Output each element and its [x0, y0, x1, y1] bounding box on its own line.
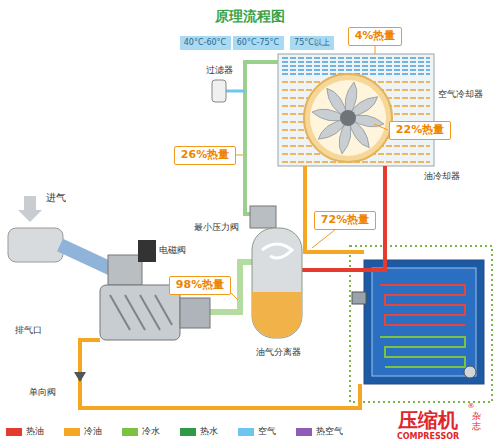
air-pipe: [226, 90, 245, 93]
watermark: 压缩机: [398, 409, 458, 432]
part-label: 油冷却器: [424, 171, 460, 181]
part-label: 单向阀: [29, 387, 56, 397]
intake-arrow: [18, 196, 42, 222]
fan-disc: [310, 80, 386, 156]
temperature-band: 75°C以上: [290, 36, 334, 50]
filter-symbol: [212, 80, 226, 102]
node-text: 4%热量: [353, 29, 397, 42]
watermark: ®: [468, 402, 475, 410]
legend-item: 冷油: [64, 425, 102, 438]
hot-oil-coil: [380, 285, 465, 325]
intake-valve: [108, 255, 142, 285]
fan-ring: [304, 74, 392, 162]
part-label: 过滤器: [206, 65, 233, 75]
hot-air-pipe: [245, 62, 278, 214]
legend-item: 热空气: [296, 425, 343, 438]
watermark: COMPRESSOR: [397, 432, 459, 441]
fin-line: [282, 69, 430, 71]
legend: 热油 冷油 冷水 热水 空气 热空气: [6, 425, 343, 438]
node-text: 26%热量: [179, 148, 231, 161]
part-label: 油气分离器: [256, 347, 301, 357]
fin-line: [282, 61, 430, 63]
valve-symbol: [464, 366, 476, 378]
node-text: 75°C以上: [293, 38, 331, 48]
heat-callout: 4%热量: [348, 27, 402, 46]
check-valve-symbol: [74, 372, 86, 382]
screw-housing: [100, 285, 180, 340]
fan-hub: [340, 110, 356, 126]
temperature-band: 40°C-60°C: [180, 36, 231, 50]
legend-item: 热油: [6, 425, 44, 438]
cold-oil-pipe: [305, 166, 364, 252]
swirl-arrow: [262, 244, 292, 258]
node-text: 60°C-75°C: [236, 38, 281, 48]
fin-line: [282, 65, 430, 67]
watermark: 杂志: [472, 412, 481, 432]
legend-swatch: [6, 428, 22, 436]
legend-swatch: [122, 428, 138, 436]
heat-callout: 72%热量: [314, 211, 376, 230]
screw-rotor: [110, 295, 172, 330]
legend-text: 冷水: [142, 425, 160, 438]
legend-swatch: [64, 428, 80, 436]
node-text: 98%热量: [174, 278, 226, 291]
legend-item: 热水: [180, 425, 218, 438]
legend-swatch: [238, 428, 254, 436]
part-label: 排气口: [15, 325, 42, 335]
pump-symbol: [352, 292, 366, 304]
part-label: 电磁阀: [159, 245, 186, 255]
leader-line: [228, 46, 388, 300]
temperature-band: 60°C-75°C: [233, 36, 284, 50]
legend-text: 热油: [26, 425, 44, 438]
diagram-title: 原理流程图: [215, 8, 285, 26]
separator-tank: [252, 228, 302, 338]
legend-item: 空气: [238, 425, 276, 438]
legend-text: 热空气: [316, 425, 343, 438]
legend-item: 冷水: [122, 425, 160, 438]
legend-text: 冷油: [84, 425, 102, 438]
legend-swatch: [180, 428, 196, 436]
node-text: 72%热量: [319, 213, 371, 226]
legend-text: 热水: [200, 425, 218, 438]
legend-swatch: [296, 428, 312, 436]
air-cooler-fins: [282, 58, 430, 74]
part-label: 进气: [46, 192, 66, 204]
separator-oil: [252, 292, 302, 338]
heat-exchanger-box: [364, 260, 484, 384]
heat-exchanger-panel: [372, 268, 476, 376]
part-label: 最小压力阀: [194, 222, 239, 232]
fin-line: [282, 57, 430, 59]
heat-callout: 98%热量: [169, 276, 231, 295]
heat-callout: 26%热量: [174, 146, 236, 165]
min-pressure-valve: [250, 206, 276, 228]
water-coil: [380, 337, 465, 367]
solenoid-symbol: [138, 240, 156, 262]
heat-callout: 22%热量: [389, 121, 451, 140]
node-text: 40°C-60°C: [183, 38, 228, 48]
cooler-housing: [278, 54, 434, 166]
motor: [180, 298, 210, 328]
node-text: 22%热量: [394, 123, 446, 136]
intake-filter: [8, 228, 63, 262]
part-label: 空气冷却器: [438, 89, 483, 99]
hot-oil-pipe: [302, 166, 385, 270]
fan-blades: [312, 82, 384, 154]
oil-return-pipe: [80, 340, 360, 408]
legend-text: 空气: [258, 425, 276, 438]
